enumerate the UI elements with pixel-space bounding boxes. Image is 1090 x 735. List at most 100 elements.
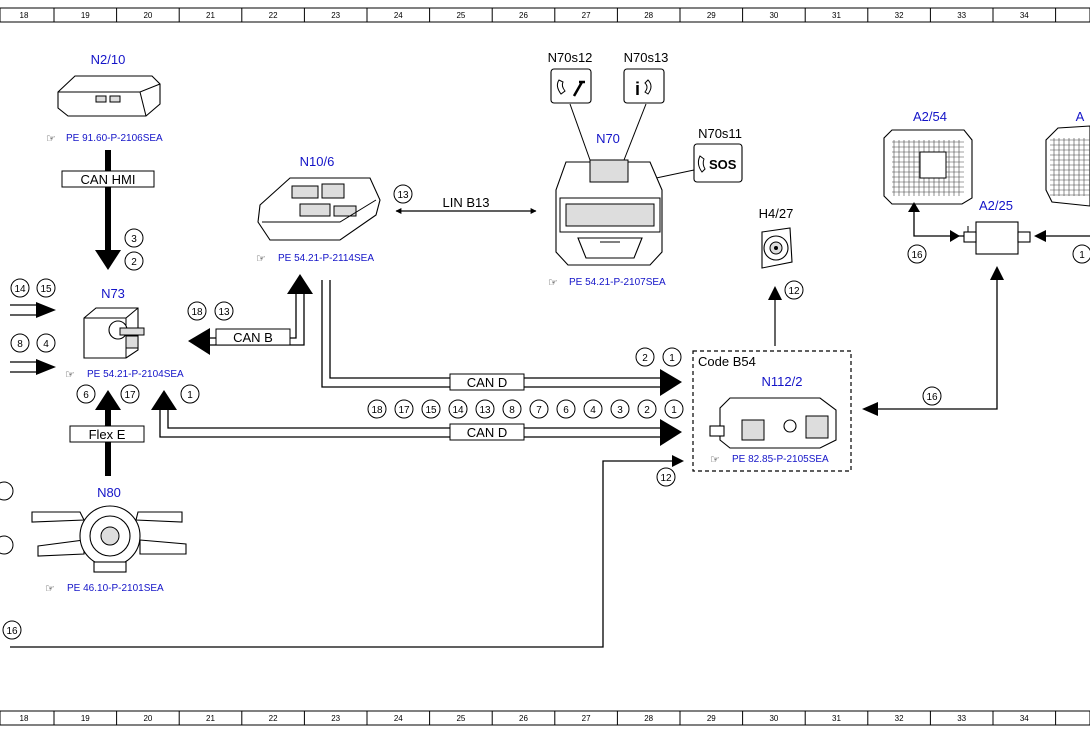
n70s11-label: N70s11 [698, 126, 742, 141]
pin-circle: 18 [371, 405, 383, 416]
pin-circle: 1 [671, 405, 677, 416]
sos-button-text: SOS [709, 157, 737, 172]
n2-10-label: N2/10 [91, 52, 126, 67]
ruler-number: 18 [20, 11, 29, 20]
n2-10-module: N2/10 ☞ PE 91.60-P-2106SEA [46, 52, 163, 145]
pin-circle-ring [529, 399, 549, 419]
hand-pointer-icon: ☞ [46, 133, 56, 145]
sos-button: SOS [693, 143, 743, 183]
pin-circle: 16 [926, 392, 938, 403]
ruler-number: 22 [269, 714, 278, 723]
can-b-connection: CAN B 18 13 [187, 274, 313, 355]
n112-2-ref-link[interactable]: PE 82.85-P-2105SEA [732, 454, 829, 465]
pin-circle-ring [367, 399, 387, 419]
pin-circle: 18 [191, 307, 203, 318]
a2-partial-label: A [1076, 109, 1085, 124]
hand-pointer-icon: ☞ [710, 454, 720, 466]
ruler-number: 33 [957, 11, 966, 20]
left-inputs: 14 15 8 4 [10, 278, 56, 375]
pin-circle: 16 [911, 250, 923, 261]
n73-label: N73 [101, 286, 125, 301]
pin-circle: 13 [218, 307, 230, 318]
can-hmi-label: CAN HMI [81, 172, 136, 187]
n10-6-device-icon [257, 177, 381, 241]
lin-b13-connection: LIN B13 13 [393, 184, 537, 214]
pin-circle: 14 [14, 284, 26, 295]
pin-circle: 17 [124, 390, 136, 401]
code-b54-label: Code B54 [698, 354, 756, 369]
pin-circle-ring [394, 399, 414, 419]
pin-circle: 3 [617, 405, 623, 416]
ruler-number: 29 [707, 11, 716, 20]
pin-circle: 1 [669, 353, 675, 364]
a2-25-module: A2/25 16 1 16 [862, 198, 1090, 416]
ruler-number: 23 [331, 714, 340, 723]
a2-54-module: A2/54 A [883, 109, 1090, 207]
ruler-number: 22 [269, 11, 278, 20]
n10-6-label: N10/6 [300, 154, 335, 169]
n70s13-label: N70s13 [624, 50, 669, 65]
pin-circle: 13 [479, 405, 491, 416]
n70-label: N70 [596, 131, 620, 146]
bottom-connection: 12 16 [2, 455, 684, 648]
h4-27-label: H4/27 [759, 206, 794, 221]
ruler-number: 20 [143, 11, 152, 20]
n80-ref-link[interactable]: PE 46.10-P-2101SEA [67, 583, 164, 594]
can-d-upper-label: CAN D [467, 375, 507, 390]
n2-10-ref-link[interactable]: PE 91.60-P-2106SEA [66, 133, 163, 144]
pin-circle: 8 [509, 405, 515, 416]
pin-circle: 1 [1079, 250, 1085, 261]
n10-6-ref-link[interactable]: PE 54.21-P-2114SEA [278, 253, 374, 264]
lin-b13-label: LIN B13 [443, 195, 490, 210]
a2-25-device-icon [963, 221, 1031, 255]
pin-circle: 7 [536, 405, 542, 416]
n70-module: N70s12 N70s13 i N70 N70s11 SOS [548, 50, 743, 289]
ruler-number: 31 [832, 11, 841, 20]
ruler-number: 24 [394, 714, 403, 723]
a2-54-device-icon [883, 129, 973, 205]
hand-pointer-icon: ☞ [548, 277, 558, 289]
pin-circle-ring [448, 399, 468, 419]
pin-circle: 2 [131, 257, 137, 268]
can-b-label: CAN B [233, 330, 273, 345]
pin-circle: 8 [17, 339, 23, 350]
flex-e-label: Flex E [89, 427, 126, 442]
ruler-number: 34 [1020, 714, 1029, 723]
ruler-number: 21 [206, 11, 215, 20]
pin-circle: 4 [590, 405, 596, 416]
ruler-number: 27 [582, 11, 591, 20]
ruler-number: 25 [456, 11, 465, 20]
n112-2-device-icon [709, 397, 837, 449]
pin-circle: 14 [452, 405, 464, 416]
overhead-control-panel-icon [555, 159, 663, 266]
n73-ref-link[interactable]: PE 54.21-P-2104SEA [87, 369, 184, 380]
pin-circle: 15 [40, 284, 52, 295]
can-d-upper-connection: CAN D 2 1 [321, 280, 682, 396]
ruler-number: 19 [81, 11, 90, 20]
pin-circle-ring [583, 399, 603, 419]
pin-circle: 1 [187, 390, 193, 401]
pin-circle-ring [664, 399, 684, 419]
can-d-lower-label: CAN D [467, 425, 507, 440]
n70-ref-link[interactable]: PE 54.21-P-2107SEA [569, 277, 666, 288]
phone-wrench-button-icon [550, 68, 592, 104]
hand-pointer-icon: ☞ [65, 369, 75, 381]
pin-circle: 3 [131, 234, 137, 245]
ruler-number: 34 [1020, 11, 1029, 20]
ruler-number: 32 [895, 714, 904, 723]
flex-e-connection: Flex E 6 17 [69, 384, 145, 476]
pin-circle: 12 [788, 286, 800, 297]
pin-circle: 2 [644, 405, 650, 416]
pin-circle-ring [610, 399, 630, 419]
n112-2-label: N112/2 [762, 374, 803, 389]
ruler-number: 24 [394, 11, 403, 20]
can-hmi-connection: CAN HMI 3 2 [61, 150, 155, 271]
pin-circle: 15 [425, 405, 437, 416]
ruler-number: 28 [644, 11, 653, 20]
pin-circle: 12 [660, 473, 672, 484]
n73-module: N73 ☞ PE 54.21-P-2104SEA [65, 286, 184, 381]
pin-circle: 17 [398, 405, 410, 416]
ruler-number: 31 [832, 714, 841, 723]
